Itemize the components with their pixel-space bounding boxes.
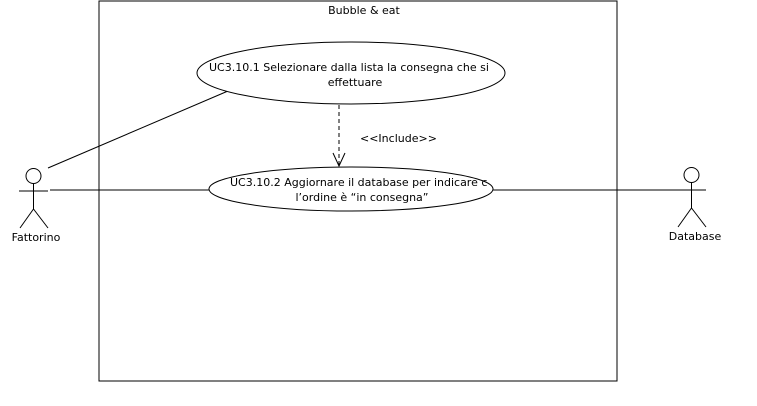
use-case-uc3-10-1-line1: UC3.10.1 Selezionare dalla lista la cons… — [209, 61, 489, 74]
use-case-uc3-10-1-line2: effettuare — [328, 76, 383, 89]
use-case-uc3-10-2-line1: UC3.10.2 Aggiornare il database per indi… — [230, 176, 487, 189]
use-case-uc3-10-2-ellipse — [208, 166, 494, 212]
system-boundary — [98, 0, 618, 382]
actor-database-label: Database — [669, 230, 722, 243]
include-label: <<Include>> — [360, 132, 437, 145]
actor-fattorino-icon — [19, 168, 49, 229]
actor-database[interactable]: Database — [669, 167, 722, 244]
use-case-uc3-10-1[interactable]: UC3.10.1 Selezionare dalla lista la cons… — [196, 41, 506, 105]
actor-fattorino-label: Fattorino — [12, 231, 61, 244]
association-fattorino-uc1 — [47, 90, 229, 169]
use-case-uc3-10-1-ellipse — [196, 41, 506, 105]
actor-database-icon — [677, 167, 707, 228]
system-title: Bubble & eat — [328, 4, 400, 17]
use-case-uc3-10-2[interactable]: UC3.10.2 Aggiornare il database per indi… — [208, 166, 494, 212]
use-case-uc3-10-2-line2: l’ordine è “in consegna” — [295, 191, 428, 204]
include-arrowhead-icon — [332, 152, 346, 168]
actor-fattorino[interactable]: Fattorino — [12, 168, 61, 245]
include-relation: <<Include>> — [332, 105, 437, 168]
